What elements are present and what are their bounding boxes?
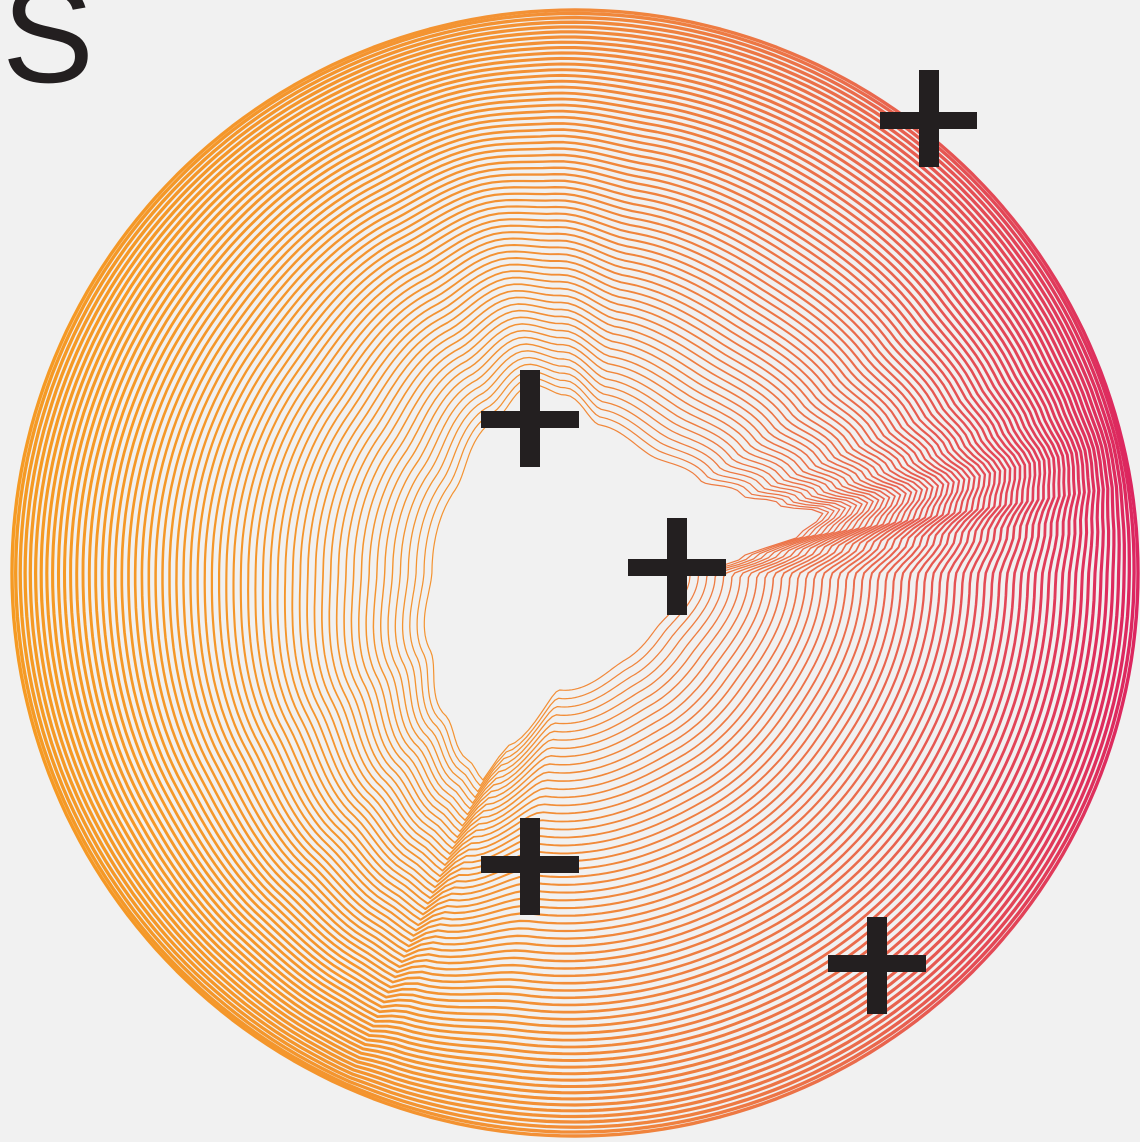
contour-line — [149, 136, 1025, 991]
plus-icon — [481, 370, 579, 467]
contour-lines — [12, 10, 1138, 1136]
contour-line — [191, 174, 996, 956]
corner-letter: S — [2, 0, 94, 104]
contour-line — [359, 324, 873, 832]
plus-icon — [628, 518, 726, 615]
contour-line — [212, 194, 980, 941]
